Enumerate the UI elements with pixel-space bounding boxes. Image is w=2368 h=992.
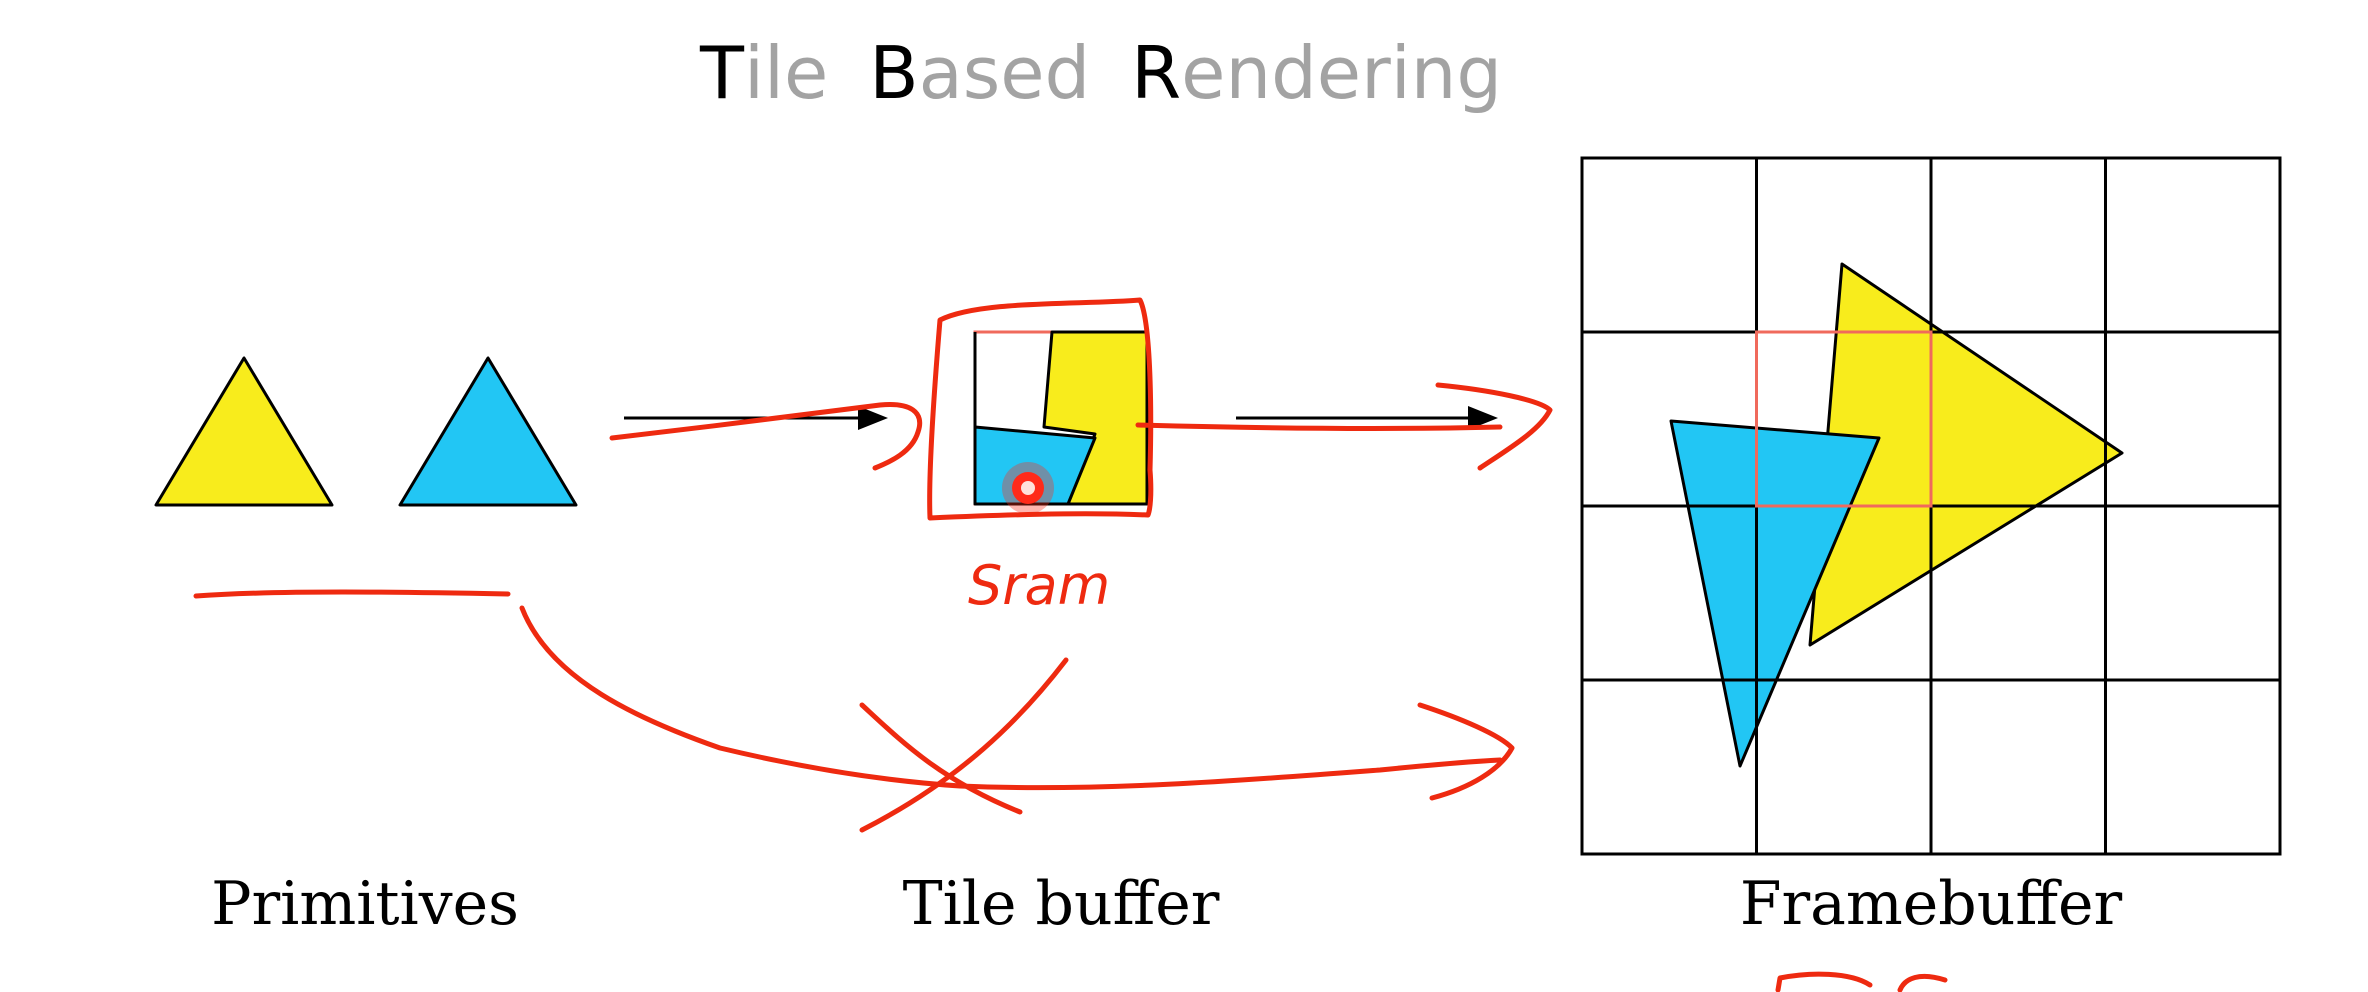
ink-arrow-to-framebuffer [1135, 422, 1503, 431]
ink-direct-path [519, 605, 1503, 791]
title-rest-1: ile [744, 31, 828, 115]
handwritten-annotations [193, 297, 1948, 992]
ink-arrow-head-framebuffer [1435, 382, 1553, 471]
title-rest-2: ased [919, 31, 1091, 115]
ink-arrow-to-tile [609, 401, 923, 471]
laser-pointer [1002, 462, 1054, 514]
slide-title: Tile Based Rendering [699, 31, 1502, 115]
primitive-yellow-triangle [154, 356, 334, 507]
ink-partial-letter [1775, 971, 1948, 992]
label-tile-buffer: Tile buffer [903, 869, 1220, 939]
primitive-blue-triangle [398, 356, 578, 507]
framebuffer [1580, 156, 2282, 856]
arrow-tile-to-framebuffer [1236, 406, 1498, 430]
ink-tile-box [927, 297, 1154, 521]
arrow-primitives-to-tile [624, 406, 888, 430]
title-cap-3: R [1131, 31, 1181, 115]
title-rest-3: endering [1181, 31, 1502, 115]
title-cap-1: T [699, 31, 745, 115]
ink-cross-1 [859, 702, 1023, 815]
title-cap-2: B [869, 31, 918, 115]
ink-underline-primitives [193, 589, 511, 599]
ink-cross-2 [859, 657, 1069, 833]
tile-buffer [973, 330, 1149, 506]
ink-direct-arrow-head [1417, 702, 1515, 801]
ink-label-sram: Sram [968, 554, 1110, 617]
label-primitives: Primitives [211, 869, 519, 939]
framebuffer-highlighted-tile [1755, 330, 1933, 508]
label-framebuffer: Framebuffer [1740, 869, 2123, 939]
